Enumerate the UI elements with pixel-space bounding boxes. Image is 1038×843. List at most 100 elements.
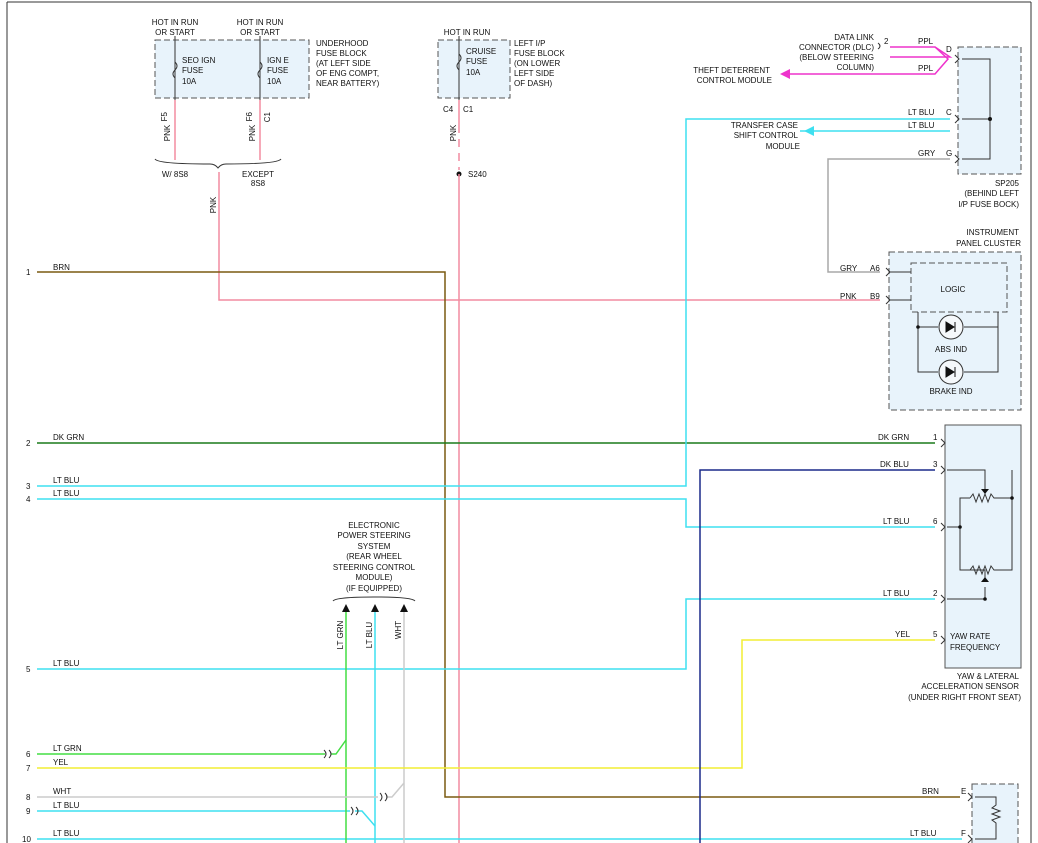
pin-8: 8 — [26, 793, 31, 802]
arrow-up-icon — [371, 604, 379, 612]
pin-9: 9 — [26, 807, 31, 816]
yaw-freq-label: YAW RATE — [950, 632, 990, 641]
eps-title: ELECTRONIC — [348, 521, 400, 530]
pin-c: C — [946, 108, 952, 117]
arrow-up-icon — [400, 604, 408, 612]
inline-connector-icon — [350, 806, 359, 816]
wire-label-ppl: PPL — [918, 64, 934, 73]
connector-icon — [940, 438, 946, 448]
left-pins: 1 2 3 4 5 6 7 8 9 10 BRN DK GRN LT BLU L… — [22, 263, 84, 843]
wire-label-gry: GRY — [840, 264, 858, 273]
wire-label-yel: YEL — [53, 758, 69, 767]
cluster-title-2: PANEL CLUSTER — [956, 239, 1021, 248]
bracket — [154, 158, 282, 169]
led-icon — [945, 366, 956, 378]
instrument-cluster: INSTRUMENT PANEL CLUSTER LOGIC GRY A6 PN… — [840, 228, 1022, 411]
wire-label-pnk: PNK — [840, 292, 857, 301]
seo-fuse-name: SEO IGN — [182, 56, 216, 65]
eps-title-3: SYSTEM — [358, 542, 391, 551]
wire-label-ltblu: LT BLU — [883, 517, 910, 526]
wire-label-ltblu: LT BLU — [908, 108, 935, 117]
left-ip-label-3: (ON LOWER — [514, 59, 560, 68]
wire-label-ltblu: LT BLU — [883, 589, 910, 598]
wire-label-pnk: PNK — [209, 196, 218, 213]
inline-connector-icon — [379, 792, 388, 802]
splice-dot — [958, 525, 962, 529]
transfer-case-label-2: SHIFT CONTROL — [734, 131, 799, 140]
yaw-title-3: (UNDER RIGHT FRONT SEAT) — [908, 693, 1021, 702]
underhood-label-5: NEAR BATTERY) — [316, 79, 380, 88]
igne-fuse-rating: 10A — [267, 77, 282, 86]
yaw-pin-3: 3 — [933, 460, 938, 469]
pin-10: 10 — [22, 835, 31, 843]
cruise-fuse-name: CRUISE — [466, 47, 496, 56]
left-ip-fuse-block — [437, 39, 511, 99]
pin-f: F — [961, 829, 966, 838]
wire-brn — [37, 271, 960, 798]
led-icon — [945, 321, 956, 333]
igne-fuse-label: FUSE — [267, 66, 288, 75]
except-label: EXCEPT — [242, 170, 274, 179]
theft-module-label: THEFT DETERRENT — [693, 66, 770, 75]
wire-label-pnk: PNK — [163, 124, 172, 141]
inline-connector-icon — [323, 749, 332, 759]
wire-pnk — [218, 172, 880, 301]
pin-4: 4 — [26, 495, 31, 504]
underhood-fuse-block — [154, 39, 310, 99]
left-ip-label: LEFT I/P — [514, 39, 545, 48]
eps-module: ELECTRONIC POWER STEERING SYSTEM (REAR W… — [323, 521, 416, 816]
yaw-title: YAW & LATERAL — [957, 672, 1020, 681]
bracket — [332, 596, 416, 602]
pin-7: 7 — [26, 764, 31, 773]
pin-b9: B9 — [870, 292, 880, 301]
pin-d: D — [946, 45, 952, 54]
brake-ind-label: BRAKE IND — [929, 387, 972, 396]
wire-label-pnk: PNK — [449, 124, 458, 141]
except-label-2: 8S8 — [251, 179, 266, 188]
sp205-splice-pack: SP205 (BEHIND LEFT I/P FUSE BOCK) — [954, 46, 1022, 209]
connector-icon — [967, 792, 973, 802]
connector-c4: C4 — [443, 105, 454, 114]
cruise-fuse-rating: 10A — [466, 68, 481, 77]
connector-icon — [954, 154, 960, 164]
eps-title-7: (IF EQUIPPED) — [346, 584, 402, 593]
wire-label-ltblu: LT BLU — [53, 829, 80, 838]
dlc-title-3: (BELOW STEERING — [799, 53, 874, 62]
splice-s240: S240 — [468, 170, 487, 179]
underhood-label-4: OF ENG COMPT, — [316, 69, 379, 78]
eps-title-6: MODULE) — [356, 573, 393, 582]
sp205-label-2: (BEHIND LEFT — [964, 189, 1019, 198]
wire-yel — [37, 639, 935, 769]
wire-label-ltblu: LT BLU — [53, 489, 80, 498]
eps-title-5: STEERING CONTROL — [333, 563, 416, 572]
underhood-label-2: FUSE BLOCK — [316, 49, 367, 58]
resistor-icon — [960, 498, 1013, 576]
eps-title-2: POWER STEERING — [337, 531, 410, 540]
pin-2: 2 — [26, 439, 31, 448]
wire-lt-grn — [331, 739, 347, 755]
wire-label-ltgrn: LT GRN — [336, 620, 345, 649]
wire-lt-blu — [37, 498, 935, 528]
wire-ppl — [782, 46, 950, 75]
pin-a6: A6 — [870, 264, 880, 273]
yaw-sensor: YAW RATE FREQUENCY DK GRN 1 DK BLU 3 LT … — [878, 424, 1022, 702]
dlc-pin-2: 2 — [884, 37, 889, 46]
wire-label-ltblu: LT BLU — [910, 829, 937, 838]
transfer-case-label-3: MODULE — [766, 142, 800, 151]
wire-ppl — [890, 46, 953, 58]
resistor-icon — [975, 796, 1002, 840]
w8s8-label: W/ 8S8 — [162, 170, 189, 179]
connector-icon — [967, 834, 973, 843]
left-ip-label-4: LEFT SIDE — [514, 69, 554, 78]
yaw-pin-2: 2 — [933, 589, 938, 598]
arrow-left-icon — [804, 126, 814, 136]
wire-label-brn: BRN — [53, 263, 70, 272]
wires — [37, 46, 962, 843]
wire-wht — [386, 782, 405, 798]
arrow-up-icon — [342, 604, 350, 612]
wire-label-wht: WHT — [53, 787, 71, 796]
splice-dot — [983, 597, 987, 601]
wire-label-ltblu: LT BLU — [365, 622, 374, 649]
yaw-title-2: ACCELERATION SENSOR — [921, 682, 1019, 691]
wire-label-ltblu: LT BLU — [53, 801, 80, 810]
